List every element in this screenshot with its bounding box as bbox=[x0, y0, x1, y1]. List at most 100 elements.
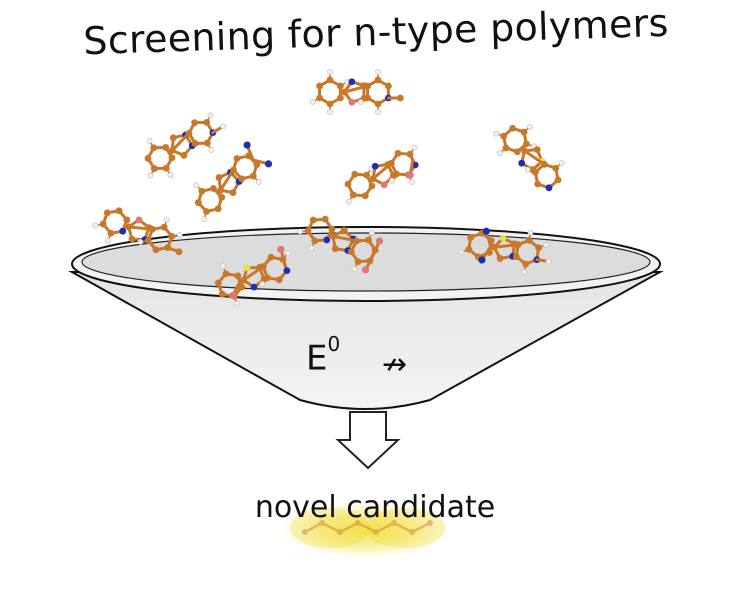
molecule-atom bbox=[265, 160, 272, 167]
molecule-atom bbox=[309, 245, 314, 250]
molecule-atom bbox=[116, 207, 123, 214]
molecule-atom bbox=[527, 124, 532, 129]
molecule-atom bbox=[534, 181, 541, 188]
output-caption: novel candidate bbox=[200, 490, 550, 525]
molecule-atom bbox=[332, 245, 339, 252]
molecule-atom bbox=[244, 264, 251, 271]
molecule-atom bbox=[346, 199, 351, 204]
molecule-atom bbox=[208, 113, 213, 118]
molecule-atom bbox=[164, 217, 169, 222]
molecule-atom bbox=[322, 216, 329, 223]
molecule-atom bbox=[534, 146, 541, 153]
molecule-atom bbox=[276, 276, 283, 283]
molecule-atom bbox=[148, 173, 153, 178]
molecule-atom bbox=[216, 174, 223, 181]
molecule-atom bbox=[202, 217, 207, 222]
molecule-atom bbox=[256, 179, 261, 184]
molecule-atom bbox=[169, 154, 176, 161]
molecule-atom bbox=[234, 272, 241, 279]
molecule-atom bbox=[221, 124, 226, 129]
molecule-atom bbox=[389, 178, 394, 183]
molecule-atom bbox=[285, 251, 290, 256]
molecule-atom bbox=[153, 246, 160, 253]
molecule-atom bbox=[310, 217, 317, 224]
molecule-atom bbox=[260, 281, 265, 286]
molecule-atom bbox=[559, 160, 564, 165]
molecule-atom bbox=[362, 266, 369, 273]
molecule-atom bbox=[358, 99, 363, 104]
candidate-atom bbox=[373, 529, 379, 535]
blocked-arrow-icon: ↛ bbox=[382, 347, 407, 382]
energy-symbol: E bbox=[306, 338, 327, 378]
molecule-atom bbox=[518, 160, 525, 167]
candidate-atom bbox=[409, 529, 415, 535]
molecule-atom bbox=[546, 259, 551, 264]
molecule-atom bbox=[376, 237, 383, 244]
molecule-atom bbox=[467, 234, 474, 241]
molecule-atom bbox=[385, 83, 392, 90]
molecule-atom bbox=[546, 184, 553, 191]
molecule-atom bbox=[478, 256, 485, 263]
molecule-atom bbox=[528, 230, 533, 235]
molecule-atom bbox=[195, 199, 202, 206]
molecule-atom bbox=[310, 99, 315, 104]
molecule-atom bbox=[93, 223, 98, 228]
molecule-atom bbox=[327, 69, 332, 74]
molecule-atom bbox=[104, 209, 111, 216]
molecule-atom bbox=[341, 227, 348, 234]
molecule-atom bbox=[509, 125, 516, 132]
molecule-atom bbox=[514, 148, 521, 155]
molecule-atom bbox=[297, 229, 302, 234]
reduction-potential-label: E0 bbox=[306, 338, 340, 378]
molecule-atom bbox=[369, 182, 376, 189]
molecule-atom bbox=[215, 205, 222, 212]
molecule-atom bbox=[229, 292, 236, 299]
molecule-atom bbox=[327, 109, 332, 114]
molecule-atom bbox=[129, 236, 136, 243]
molecule-atom bbox=[555, 177, 562, 184]
molecule-atom bbox=[381, 181, 388, 188]
molecule-atom bbox=[351, 171, 358, 178]
molecule-atom bbox=[138, 239, 143, 244]
molecule-atom bbox=[136, 216, 143, 223]
molecule-atom bbox=[106, 238, 111, 243]
molecule-atom bbox=[234, 301, 239, 306]
molecule-atom bbox=[348, 99, 355, 106]
molecule-atom bbox=[323, 237, 330, 244]
molecule-atom bbox=[372, 163, 379, 170]
down-arrow-icon bbox=[338, 412, 398, 468]
molecule-atom bbox=[316, 83, 323, 90]
molecule-atom bbox=[219, 291, 226, 298]
molecule-atom bbox=[234, 155, 241, 162]
molecule-atom bbox=[337, 95, 344, 102]
molecule-atom bbox=[191, 119, 198, 126]
molecule-atom bbox=[168, 172, 173, 177]
molecule-atom bbox=[221, 264, 226, 269]
molecule-atom bbox=[352, 266, 357, 271]
molecule-atom bbox=[119, 228, 126, 235]
molecule-atom bbox=[215, 280, 222, 287]
molecule-atom bbox=[277, 246, 284, 253]
molecule-atom bbox=[397, 95, 404, 102]
energy-superscript: 0 bbox=[327, 332, 340, 356]
molecule-atom bbox=[194, 183, 199, 188]
molecule-atom bbox=[513, 253, 520, 260]
molecule-atom bbox=[251, 284, 258, 291]
molecule-atom bbox=[409, 180, 414, 185]
molecule-atom bbox=[497, 255, 504, 262]
molecule-atom bbox=[209, 147, 214, 152]
molecule-atom bbox=[375, 109, 380, 114]
molecule-atom bbox=[162, 144, 169, 151]
molecule-atom bbox=[543, 242, 548, 247]
molecule-atom bbox=[525, 167, 530, 172]
molecule-atom bbox=[345, 181, 352, 188]
molecule-atom bbox=[192, 140, 199, 147]
molecule-atom bbox=[497, 151, 502, 156]
molecule-atom bbox=[522, 269, 527, 274]
molecule-atom bbox=[369, 230, 374, 235]
molecule-atom bbox=[218, 194, 225, 201]
molecule-atom bbox=[238, 175, 245, 182]
molecule-atom bbox=[230, 189, 237, 196]
molecule-atom bbox=[459, 250, 464, 255]
